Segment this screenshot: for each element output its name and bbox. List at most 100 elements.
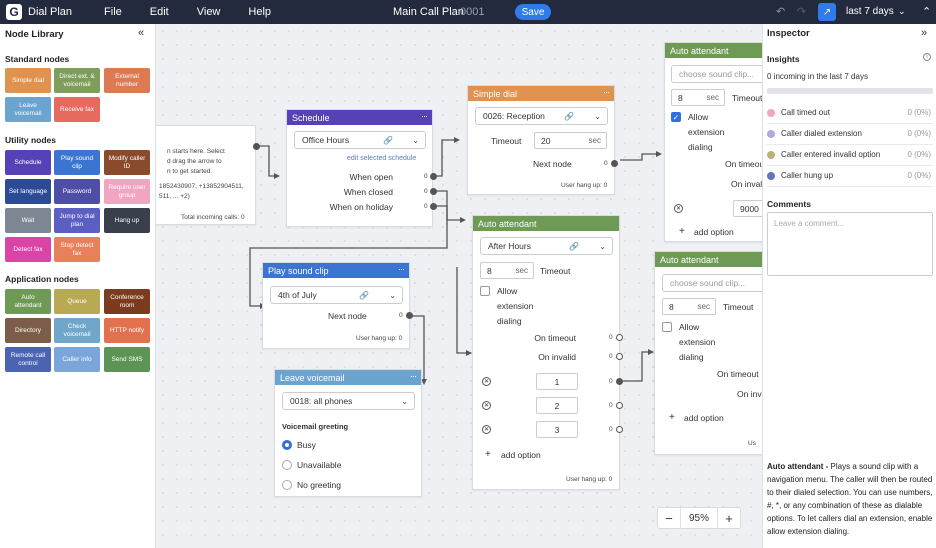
link-icon[interactable]: 🔗: [359, 290, 369, 300]
chevron-down-icon[interactable]: ⌄: [412, 135, 419, 145]
allow-extension-checkbox[interactable]: [662, 322, 672, 332]
output-port[interactable]: [616, 426, 623, 433]
option-input[interactable]: 3: [536, 421, 578, 438]
chevron-down-icon[interactable]: ⌄: [594, 111, 601, 121]
node-tile-send-sms[interactable]: Send SMS: [104, 347, 150, 372]
date-range-select[interactable]: last 7 days: [846, 6, 894, 17]
collapse-inspector-icon[interactable]: »: [921, 27, 928, 39]
auto-attendant-node[interactable]: Auto attendant After Hours 🔗 ⌄ 8 sec Tim…: [472, 215, 623, 490]
schedule-select[interactable]: Office Hours 🔗 ⌄: [294, 131, 426, 149]
add-option-button[interactable]: add option: [501, 450, 541, 460]
output-port[interactable]: [616, 353, 623, 360]
node-tile-remote-call-control[interactable]: Remote call control: [5, 347, 51, 372]
remove-option-icon[interactable]: ✕: [482, 401, 491, 410]
node-tile-external-number[interactable]: External number: [104, 68, 150, 93]
output-port[interactable]: [430, 188, 437, 195]
menu-help[interactable]: Help: [248, 6, 272, 18]
node-tile-simple-dial[interactable]: Simple dial: [5, 68, 51, 93]
node-tile-direct-ext-voicemail[interactable]: Direct ext. & voicemail: [54, 68, 100, 93]
node-tile-play-sound-clip[interactable]: Play sound clip: [54, 150, 100, 175]
node-tile-check-voicemail[interactable]: Check voicemail: [54, 318, 100, 343]
info-icon[interactable]: i: [923, 53, 931, 61]
sound-clip-select[interactable]: After Hours 🔗 ⌄: [480, 237, 613, 255]
remove-option-icon[interactable]: ✕: [482, 377, 491, 386]
chevron-down-icon[interactable]: ⌄: [389, 290, 396, 300]
chevron-down-icon[interactable]: ⌄: [898, 6, 906, 16]
node-tile-auto-attendant[interactable]: Auto attendant: [5, 289, 51, 314]
node-tile-jump-to-dial-plan[interactable]: Jump to dial plan: [54, 208, 100, 233]
node-tile-modify-caller-id[interactable]: Modify caller ID: [104, 150, 150, 175]
play-sound-clip-node[interactable]: Play sound clip ··· 4th of July 🔗 ⌄ Next…: [262, 262, 413, 349]
allow-extension-checkbox-checked[interactable]: ✓: [671, 112, 681, 122]
node-tile-stop-detect-fax[interactable]: Stop detect fax: [54, 237, 100, 262]
radio-busy[interactable]: [282, 440, 292, 450]
sound-clip-select[interactable]: 4th of July 🔗 ⌄: [270, 286, 403, 304]
start-output-port[interactable]: [253, 143, 260, 150]
output-port[interactable]: [616, 402, 623, 409]
node-tile-leave-voicemail[interactable]: Leave voicemail: [5, 97, 51, 122]
chevron-down-icon[interactable]: ⌄: [599, 241, 606, 251]
auto-attendant-node-right[interactable]: Auto attendant choose sound clip... 8 se…: [654, 251, 762, 455]
node-tile-receive-fax[interactable]: Receive fax: [54, 97, 100, 122]
timeout-input[interactable]: 8 sec: [480, 262, 534, 279]
remove-option-icon[interactable]: ✕: [674, 204, 683, 213]
node-tile-password[interactable]: Password: [54, 179, 100, 204]
simple-dial-node[interactable]: Simple dial ··· 0026: Reception 🔗 ⌄ Time…: [467, 85, 618, 195]
more-options-icon[interactable]: ···: [410, 371, 417, 381]
node-tile-http-notify[interactable]: HTTP notify: [104, 318, 150, 343]
node-tile-caller-info[interactable]: Caller info: [54, 347, 100, 372]
collapse-top-icon[interactable]: ⌃: [922, 6, 932, 18]
node-tile-require-user-group[interactable]: Require user group: [104, 179, 150, 204]
node-tile-conference-room[interactable]: Conference room: [104, 289, 150, 314]
output-port[interactable]: [616, 378, 623, 385]
flow-name[interactable]: Main Call Plan: [393, 6, 464, 18]
leave-voicemail-node[interactable]: Leave voicemail ··· 0018: all phones ⌄ V…: [274, 369, 422, 497]
link-icon[interactable]: 🔗: [569, 241, 579, 251]
link-icon[interactable]: 🔗: [383, 135, 393, 145]
node-tile-detect-fax[interactable]: Detect fax: [5, 237, 51, 262]
menu-file[interactable]: File: [104, 6, 122, 18]
node-tile-set-language[interactable]: Set language: [5, 179, 51, 204]
undo-icon[interactable]: ↶: [776, 6, 786, 18]
extension-select[interactable]: 0026: Reception 🔗 ⌄: [475, 107, 608, 125]
more-options-icon[interactable]: ···: [398, 264, 405, 274]
menu-edit[interactable]: Edit: [149, 6, 169, 18]
start-node[interactable]: n starts here. Select d drag the arrow t…: [156, 125, 260, 225]
zoom-out-button[interactable]: −: [665, 510, 673, 526]
plus-icon[interactable]: +: [485, 449, 491, 460]
save-button[interactable]: Save: [515, 4, 551, 20]
more-options-icon[interactable]: ···: [421, 111, 428, 121]
radio-unavailable[interactable]: [282, 460, 292, 470]
collapse-sidebar-icon[interactable]: «: [138, 27, 145, 39]
option-input[interactable]: 1: [536, 373, 578, 390]
flow-canvas[interactable]: n starts here. Select d drag the arrow t…: [156, 24, 762, 548]
node-tile-directory[interactable]: Directory: [5, 318, 51, 343]
add-option-button[interactable]: add option: [684, 413, 724, 423]
timeout-input[interactable]: 20 sec: [534, 132, 607, 149]
voicemail-box-select[interactable]: 0018: all phones ⌄: [282, 392, 415, 410]
node-tile-wait[interactable]: Wait: [5, 208, 51, 233]
radio-no-greeting[interactable]: [282, 480, 292, 490]
output-port[interactable]: [430, 173, 437, 180]
option-input[interactable]: 2: [536, 397, 578, 414]
comment-input[interactable]: Leave a comment...: [767, 212, 933, 276]
output-port[interactable]: [616, 334, 623, 341]
remove-option-icon[interactable]: ✕: [482, 425, 491, 434]
timeout-input[interactable]: 8 sec: [662, 298, 716, 315]
schedule-node[interactable]: Schedule ··· Office Hours 🔗 ⌄ edit selec…: [286, 109, 437, 227]
plus-icon[interactable]: +: [679, 226, 685, 237]
chevron-down-icon[interactable]: ⌄: [401, 396, 408, 406]
redo-icon[interactable]: ↷: [797, 6, 807, 18]
allow-extension-checkbox[interactable]: [480, 286, 490, 296]
edit-schedule-link[interactable]: edit selected schedule: [347, 155, 417, 162]
output-port[interactable]: [611, 160, 618, 167]
timeout-input[interactable]: 8 sec: [671, 89, 725, 106]
more-options-icon[interactable]: ···: [603, 87, 610, 97]
insights-chart-icon[interactable]: ↗: [818, 3, 836, 21]
plus-icon[interactable]: +: [669, 412, 675, 423]
node-tile-hang-up[interactable]: Hang up: [104, 208, 150, 233]
auto-attendant-node-top[interactable]: Auto attendant choose sound clip... 8 se…: [664, 42, 762, 242]
menu-view[interactable]: View: [196, 6, 221, 18]
sound-clip-select[interactable]: choose sound clip...: [662, 274, 762, 292]
link-icon[interactable]: 🔗: [564, 111, 574, 121]
